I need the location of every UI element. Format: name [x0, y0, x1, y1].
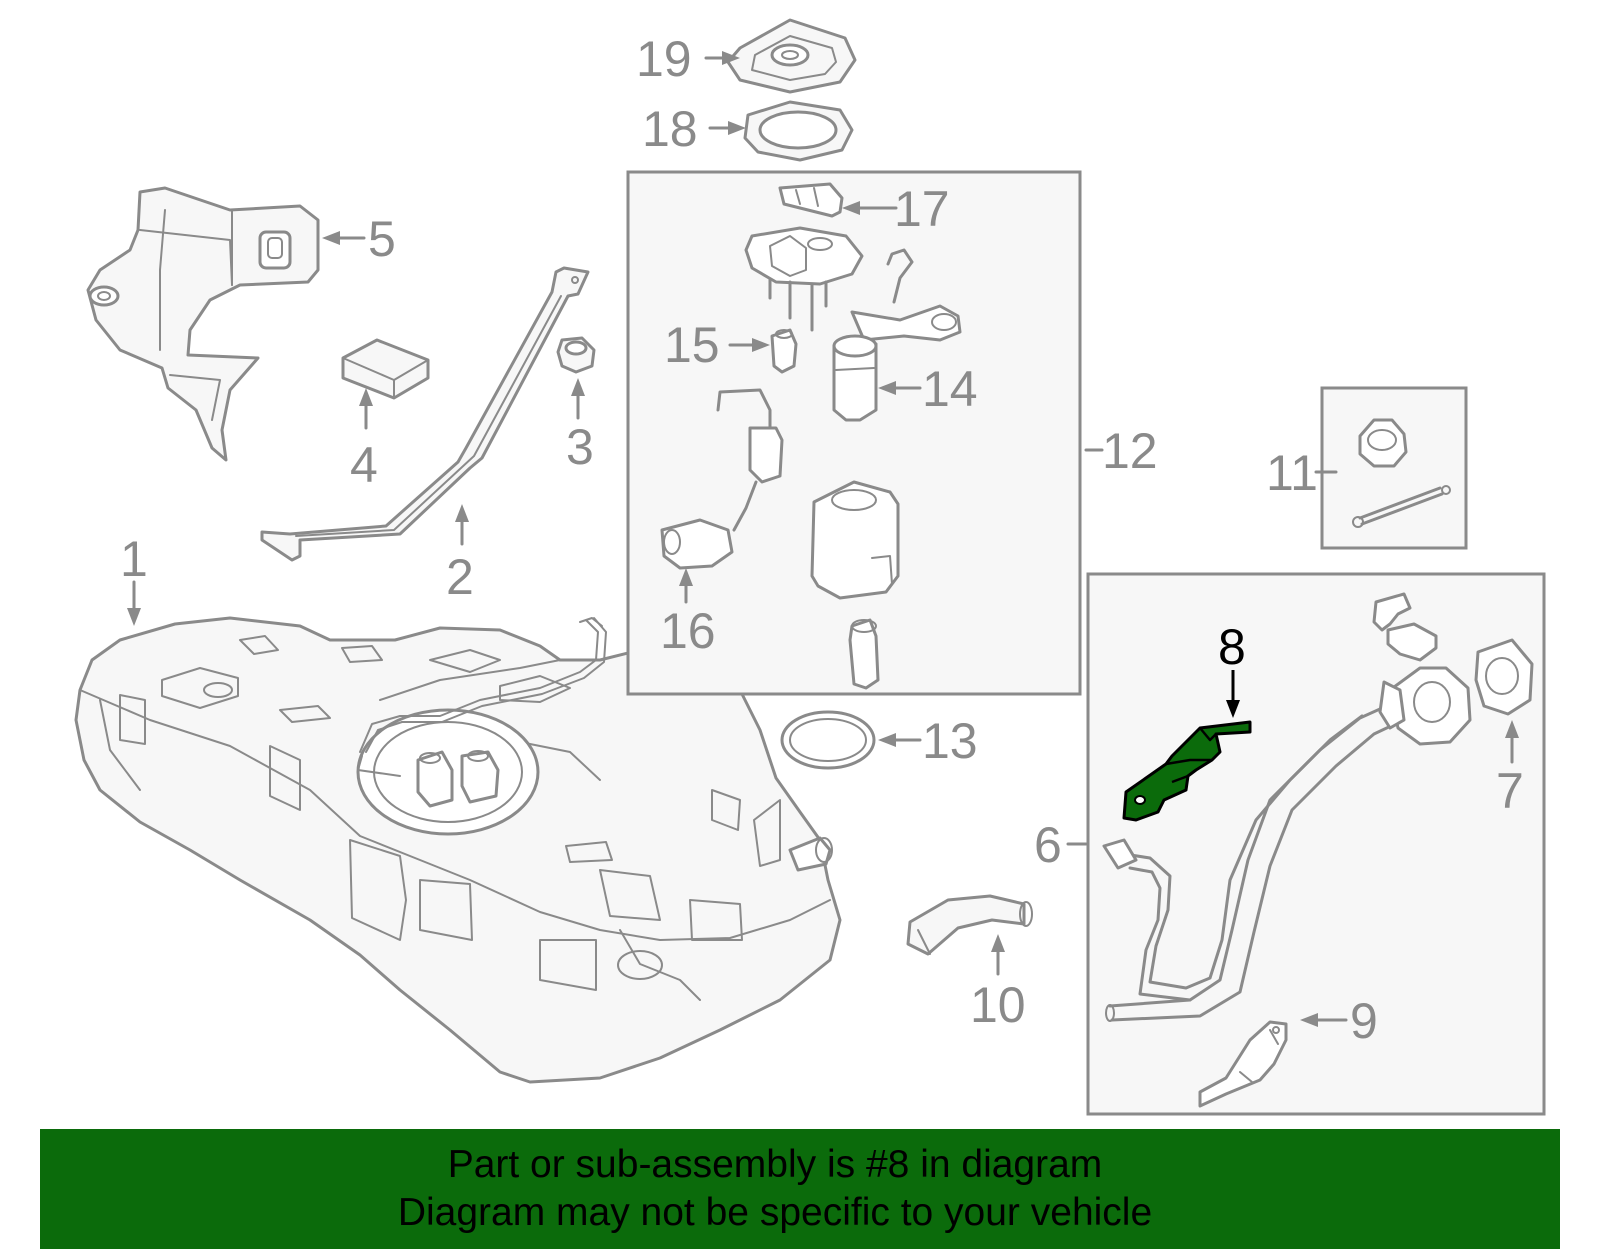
part-8-bracket-highlighted[interactable]: [1122, 720, 1252, 822]
callout-1[interactable]: 1: [120, 531, 148, 587]
part-17-connector[interactable]: [778, 182, 844, 218]
part-4-pad[interactable]: [341, 338, 430, 400]
callout-11[interactable]: 11: [1266, 445, 1318, 501]
part-14-fuel-pump[interactable]: [832, 304, 962, 422]
pump-flange[interactable]: [744, 226, 914, 332]
part-11-fuel-cap-box[interactable]: [1320, 386, 1468, 550]
callout-12[interactable]: 12: [1102, 423, 1158, 479]
callout-15[interactable]: 15: [664, 317, 720, 373]
callout-9[interactable]: 9: [1350, 993, 1378, 1049]
part-18-lock-ring[interactable]: [743, 100, 854, 162]
callout-6[interactable]: 6: [1034, 817, 1062, 873]
callout-17[interactable]: 17: [894, 181, 950, 237]
callout-4[interactable]: 4: [350, 437, 378, 493]
callout-3[interactable]: 3: [566, 419, 594, 475]
part-10-hose[interactable]: [906, 894, 1033, 956]
part-3-nut[interactable]: [556, 336, 596, 374]
callout-10[interactable]: 10: [970, 977, 1026, 1033]
banner-part-note: Part or sub-assembly is #8 in diagram: [447, 1143, 1103, 1186]
callout-5[interactable]: 5: [368, 211, 396, 267]
part-1-fuel-tank[interactable]: [74, 616, 842, 1084]
callout-16[interactable]: 16: [660, 603, 716, 659]
part-2-tank-strap[interactable]: [260, 266, 590, 562]
part-13-gasket[interactable]: [780, 710, 876, 770]
callout-8[interactable]: 8: [1218, 619, 1246, 675]
banner-disclaimer: Diagram may not be specific to your vehi…: [397, 1191, 1153, 1234]
callout-2[interactable]: 2: [446, 549, 474, 605]
callout-14[interactable]: 14: [922, 361, 978, 417]
callout-labels: 19 18 17 5 15 14 12 11 4 3 2 1 16 8 13 7…: [120, 31, 1524, 1049]
leader-lines: [127, 51, 1519, 1027]
part-19-cover[interactable]: [726, 18, 857, 94]
callout-7[interactable]: 7: [1496, 763, 1524, 819]
callout-18[interactable]: 18: [642, 101, 698, 157]
pump-reservoir[interactable]: [810, 480, 900, 600]
part-16-sending-unit[interactable]: [660, 388, 784, 570]
part-6-filler-pipe-box[interactable]: [1086, 572, 1546, 1116]
part-15-filter[interactable]: [770, 328, 798, 374]
callout-13[interactable]: 13: [922, 713, 978, 769]
info-banner: Part or sub-assembly is #8 in diagram Di…: [40, 1129, 1560, 1249]
pump-motor[interactable]: [848, 618, 880, 690]
callout-19[interactable]: 19: [636, 31, 692, 87]
part-5-heat-shield[interactable]: [86, 186, 320, 462]
